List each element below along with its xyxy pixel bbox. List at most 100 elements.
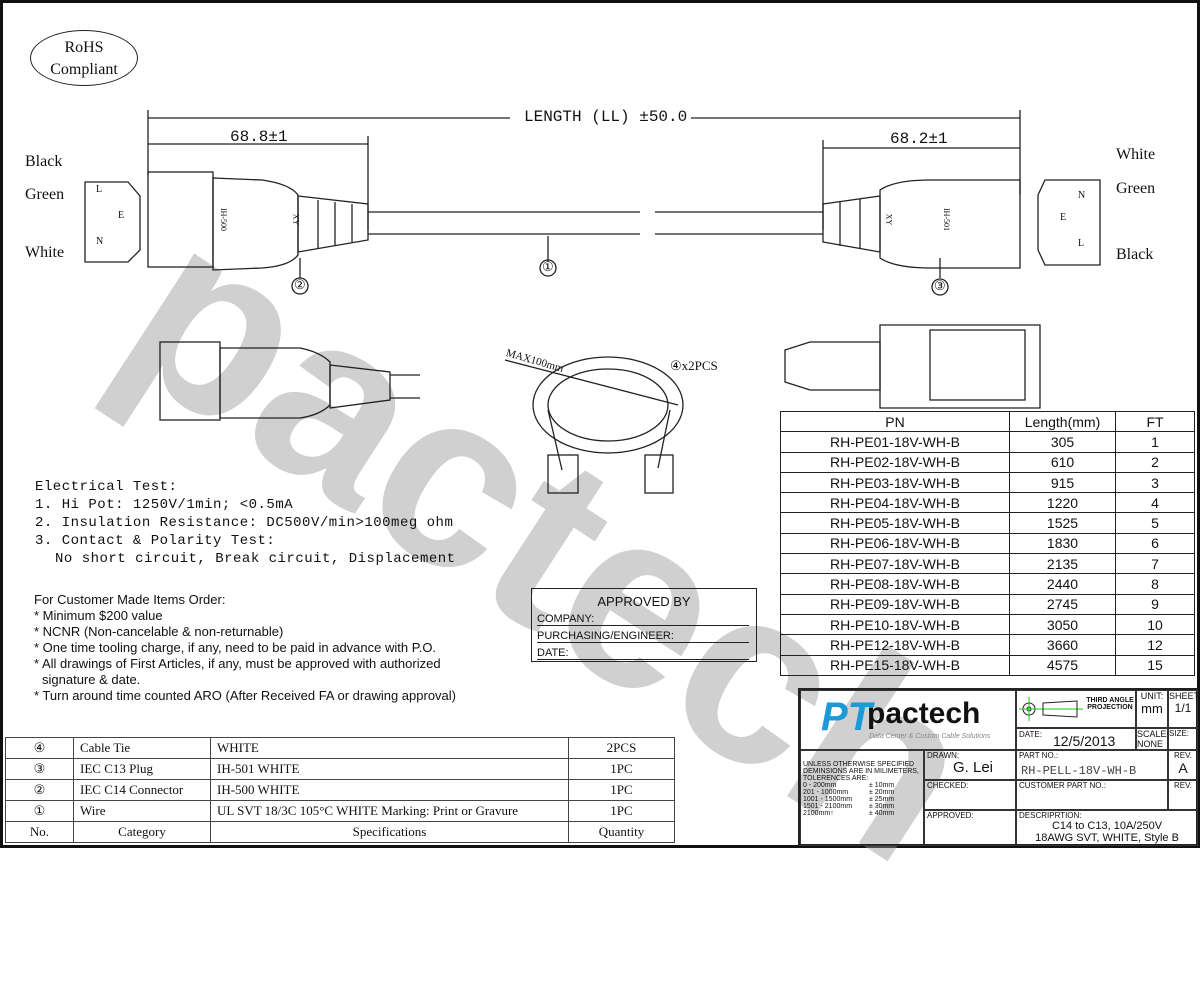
ft-cell: 8 [1115, 573, 1195, 595]
scale-label: SCALE: [1137, 729, 1170, 739]
length-cell: 4575 [1009, 654, 1116, 676]
sheet-label: SHEET: [1169, 691, 1200, 701]
category-cell: Cable Tie [73, 737, 211, 759]
table-header: PN Length(mm) FT [780, 410, 1195, 433]
category-cell: Wire [73, 800, 211, 822]
tolerance-value: ± 20mm [869, 789, 895, 796]
note-line: 2. Insulation Resistance: DC500V/min>100… [35, 515, 454, 531]
checked-cell: CHECKED: [924, 780, 1016, 810]
note-line: * Minimum $200 value [34, 608, 163, 623]
xy-marking-right: XY [884, 213, 894, 226]
quantity-cell: 1PC [568, 800, 675, 822]
left-wire-black: Black [25, 153, 63, 170]
pn-cell: RH-PE15-18V-WH-B [780, 654, 1010, 676]
drawing-frame [0, 0, 1200, 848]
electrical-test-title: Electrical Test: [35, 479, 178, 495]
scale-cell: SCALE:NONE [1136, 728, 1170, 750]
company-field[interactable]: COMPANY: [537, 613, 749, 626]
bom-header: No. Category Specifications Quantity [5, 821, 675, 843]
length-cell: 305 [1009, 431, 1116, 453]
length-cell: 2745 [1009, 593, 1116, 615]
pn-cell: RH-PE01-18V-WH-B [780, 431, 1010, 453]
header-length: Length(mm) [1009, 410, 1116, 433]
date-field[interactable]: DATE: [537, 647, 749, 660]
description-cell: DESCRIPRTION: C14 to C13, 10A/250V 18AWG… [1016, 810, 1198, 846]
callout-c14: ② [294, 277, 306, 292]
left-wire-white: White [25, 244, 65, 261]
cable-drawing [84, 110, 1101, 494]
callout-cable-tie: ④x2PCS [670, 358, 718, 373]
ft-cell: 5 [1115, 512, 1195, 534]
unit-label: UNIT: [1140, 691, 1164, 701]
rev2-cell: REV. [1168, 780, 1198, 810]
header-ft: FT [1115, 410, 1195, 433]
xy-marking: XY [291, 213, 301, 226]
pn-cell: RH-PE09-18V-WH-B [780, 593, 1010, 615]
header-no: No. [5, 821, 74, 843]
rev2-label: REV. [1174, 781, 1192, 790]
tolerance-row: 2100mm↑± 40mm [803, 810, 921, 817]
part-no-cell: PART NO.:RH-PELL-18V-WH-B [1016, 750, 1168, 780]
c13-marking: IH-501 [942, 207, 952, 232]
ft-cell: 7 [1115, 553, 1195, 575]
approved-cell: APPROVED: [924, 810, 1016, 846]
pn-cell: RH-PE10-18V-WH-B [780, 613, 1010, 636]
header-spec: Specifications [210, 821, 569, 843]
pin-l: L [96, 184, 103, 195]
spec-cell: IH-500 WHITE [210, 779, 569, 801]
date-label: DATE: [1019, 730, 1042, 739]
callout-wire: ① [542, 259, 554, 274]
note-line: * Turn around time counted ARO (After Re… [34, 688, 456, 703]
tolerance-row: 1001 - 1500mm± 25mm [803, 796, 921, 803]
left-wire-green: Green [25, 186, 65, 203]
date-value: 12/5/2013 [1053, 733, 1116, 749]
size-label: SIZE: [1169, 729, 1190, 738]
tolerance-range: 1501 - 2100mm [803, 803, 853, 810]
pin-l-right: L [1078, 238, 1085, 249]
c14-marking: IH-500 [219, 207, 229, 232]
pn-cell: RH-PE07-18V-WH-B [780, 553, 1010, 575]
quantity-cell: 2PCS [568, 737, 675, 759]
approved-label: APPROVED: [927, 811, 974, 820]
length-cell: 2440 [1009, 573, 1116, 595]
unit-value: mm [1141, 701, 1163, 716]
callout-c13: ③ [934, 278, 946, 293]
checked-label: CHECKED: [927, 781, 969, 790]
tolerance-range: 1001 - 1500mm [803, 796, 853, 803]
date-cell: DATE: 12/5/2013 [1016, 728, 1136, 750]
rev-label: REV. [1174, 751, 1192, 760]
drawn-value: G. Lei [953, 759, 994, 776]
quantity-cell: 1PC [568, 758, 675, 780]
ft-cell: 10 [1115, 613, 1195, 636]
projection-cell: THIRD ANGLE PROJECTION [1016, 690, 1136, 728]
note-line: * NCNR (Non-cancelable & non-returnable) [34, 624, 284, 639]
right-dimension: 68.2±1 [890, 130, 948, 148]
category-cell: IEC C14 Connector [73, 779, 211, 801]
pn-cell: RH-PE12-18V-WH-B [780, 634, 1010, 656]
tolerance-cell: UNLESS OTHERWISE SPECIFIED DEMINSIONS AR… [800, 750, 924, 846]
third-angle-projection-icon [1019, 697, 1083, 721]
length-cell: 2135 [1009, 553, 1116, 575]
sheet-value: 1/1 [1174, 701, 1192, 715]
ft-cell: 6 [1115, 532, 1195, 555]
tolerance-title: UNLESS OTHERWISE SPECIFIED [803, 761, 915, 768]
engineer-field[interactable]: PURCHASING/ENGINEER: [537, 630, 749, 643]
note-line: signature & date. [42, 672, 141, 687]
tolerance-range: 0 - 200mm [803, 782, 837, 789]
right-wire-green: Green [1116, 180, 1156, 197]
note-line: * All drawings of First Articles, if any… [34, 656, 441, 671]
rev-cell: REV.A [1168, 750, 1198, 780]
rev-value: A [1178, 760, 1188, 776]
note-line: No short circuit, Break circuit, Displac… [55, 551, 456, 567]
scale-value: NONE [1137, 739, 1164, 749]
description-label: DESCRIPRTION: [1019, 811, 1082, 820]
